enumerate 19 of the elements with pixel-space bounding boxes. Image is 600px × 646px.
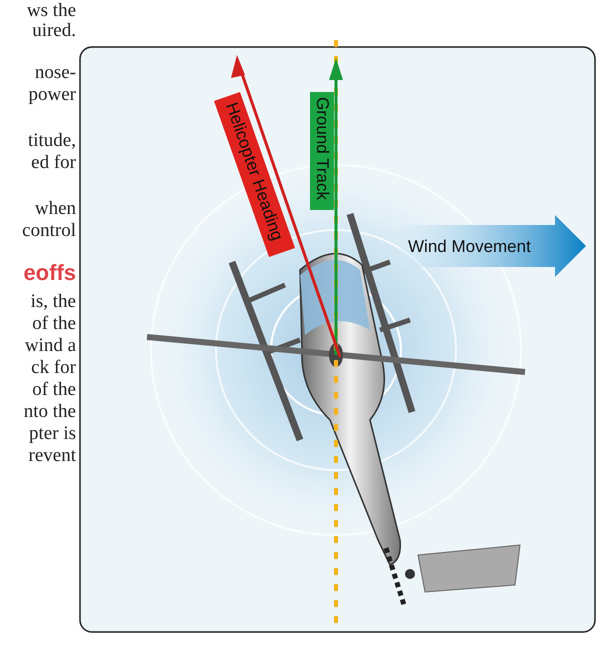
body-text: uired. <box>32 20 76 42</box>
wind-movement-label: Wind Movement <box>408 237 531 257</box>
body-text: is, the <box>30 291 76 313</box>
body-text: nose- <box>34 62 76 84</box>
ground-track-label: Ground Track <box>312 97 332 200</box>
body-text: ck for <box>31 357 76 379</box>
body-text: when <box>34 198 76 220</box>
section-heading: eoffs <box>23 262 76 284</box>
body-text: titude, <box>28 130 76 152</box>
body-text: of the <box>32 379 76 401</box>
body-text: revent <box>28 445 76 467</box>
body-text: ed for <box>31 152 76 174</box>
body-text: ws the <box>26 0 76 22</box>
body-text: of the <box>32 313 76 335</box>
body-text: control <box>22 220 76 242</box>
body-text: wind a <box>24 335 76 357</box>
body-text: power <box>28 84 76 106</box>
body-text: pter is <box>29 423 76 445</box>
body-text: nto the <box>24 401 76 423</box>
